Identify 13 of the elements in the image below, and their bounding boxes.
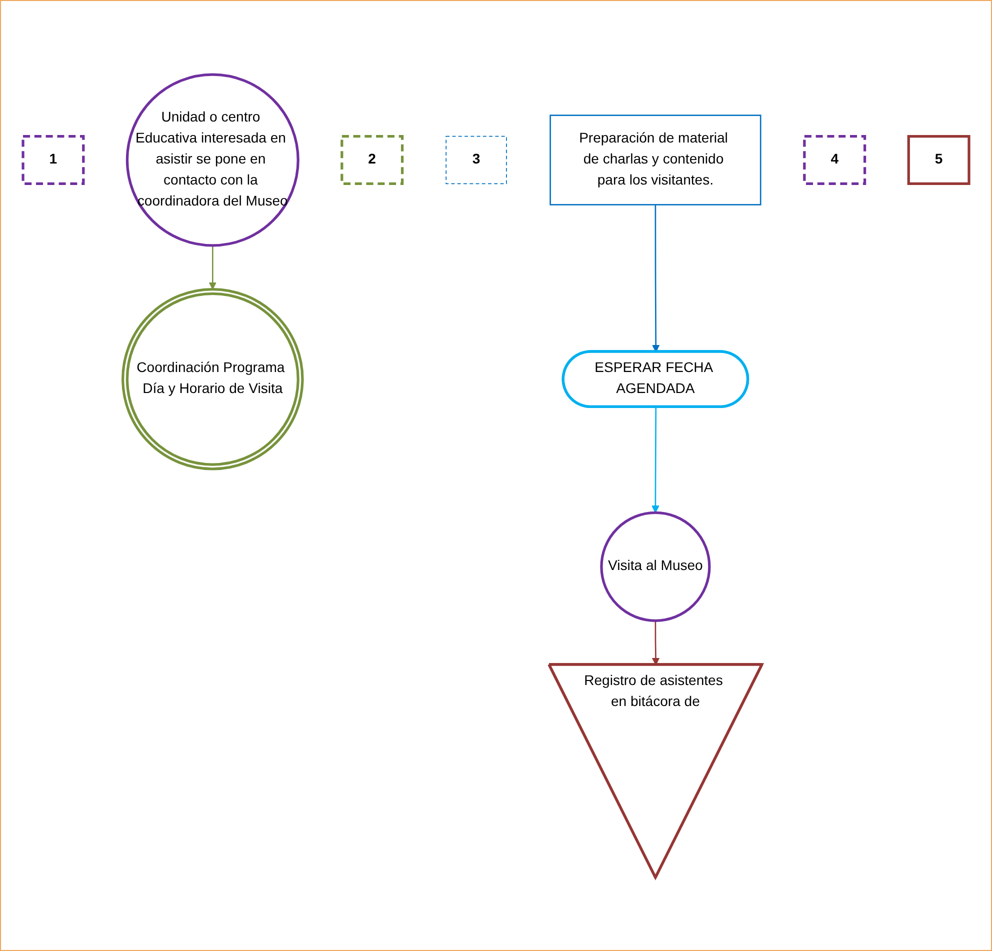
node-box: Preparación de material de charlas y contenido para los visitantes. (550, 114, 762, 205)
arrow (208, 244, 216, 290)
arrow (652, 406, 660, 513)
node-box: 5 (907, 134, 970, 184)
node-box: 3 (446, 135, 507, 184)
node-circle: Unidad o centro Educativa interesada en asistir se pone en contacto con la coordinadora del Museo (126, 72, 300, 246)
node-circle: Visita al Museo (600, 510, 711, 622)
node-box: 1 (22, 134, 85, 184)
arrow (652, 204, 660, 352)
node-circle: Coordinación Programa Día y Horario de Visita (122, 287, 304, 470)
node-box: 4 (803, 134, 866, 184)
arrow (652, 620, 660, 665)
node-box: 2 (340, 134, 404, 184)
